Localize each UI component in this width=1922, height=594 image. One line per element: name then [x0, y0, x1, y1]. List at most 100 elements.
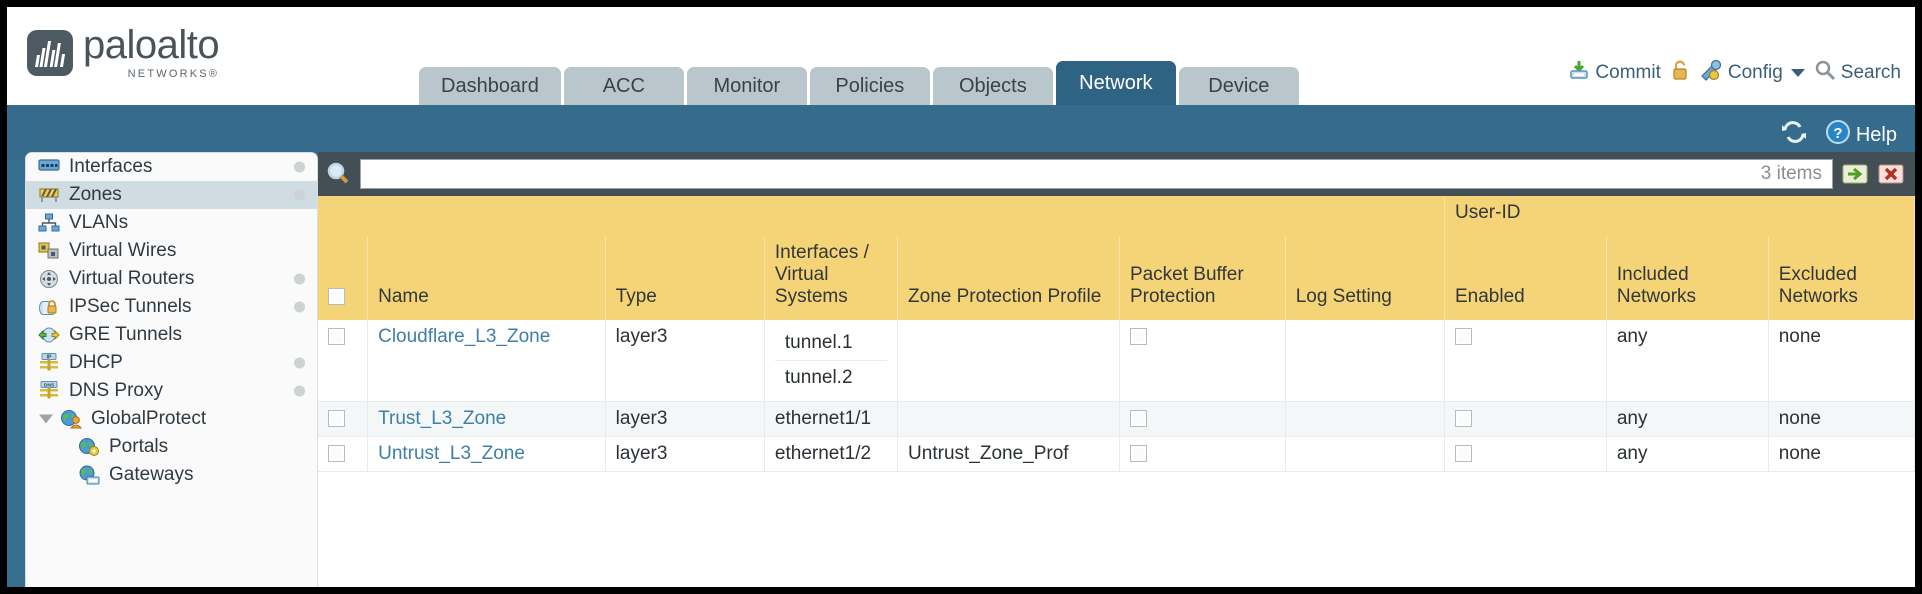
sidebar-status-dot	[294, 357, 305, 369]
apply-filter-button[interactable]	[1841, 160, 1869, 188]
column-header-interfaces[interactable]: Interfaces / Virtual Systems	[764, 236, 899, 320]
config-menu[interactable]: Config	[1699, 59, 1805, 87]
tab-objects[interactable]: Objects	[932, 67, 1053, 105]
column-header-included-networks[interactable]: Included Networks	[1606, 236, 1769, 320]
commit-save-icon	[1568, 59, 1590, 87]
config-label: Config	[1727, 62, 1783, 83]
sidebar-item-vlans[interactable]: VLANs	[26, 209, 317, 237]
column-header-enabled[interactable]: Enabled	[1444, 236, 1607, 320]
band-right-actions: ? Help	[1781, 119, 1897, 151]
column-header-excluded-networks[interactable]: Excluded Networks	[1768, 236, 1915, 320]
lock-button[interactable]	[1670, 59, 1690, 87]
table-row[interactable]: Untrust_L3_Zone layer3 ethernet1/2 Untru…	[318, 436, 1915, 472]
column-header-type[interactable]: Type	[605, 236, 765, 320]
chevron-down-icon	[1790, 69, 1805, 77]
table-row[interactable]: Cloudflare_L3_Zone layer3 tunnel.1 tunne…	[318, 320, 1915, 402]
clear-filter-button[interactable]	[1877, 160, 1905, 188]
packet-buffer-checkbox[interactable]	[1129, 445, 1147, 463]
zone-name-link[interactable]: Untrust_L3_Zone	[378, 443, 525, 464]
tab-dashboard[interactable]: Dashboard	[419, 67, 561, 105]
item-count: 3 items	[1760, 163, 1822, 184]
sidebar-item-gateways[interactable]: Gateways	[26, 461, 317, 489]
cell-zone-protection-profile: Untrust_Zone_Prof	[897, 436, 1120, 472]
table-group-header-row: User-ID	[318, 196, 1915, 236]
table-header-row: Name Type Interfaces / Virtual Systems Z…	[318, 236, 1915, 320]
select-all-checkbox[interactable]	[328, 288, 345, 306]
tab-policies[interactable]: Policies	[809, 67, 930, 105]
sidebar-item-interfaces[interactable]: Interfaces	[26, 153, 317, 181]
column-header-packet-buffer-protection[interactable]: Packet Buffer Protection	[1119, 236, 1286, 320]
column-header-name[interactable]: Name	[367, 236, 606, 320]
sidebar-item-dns-proxy[interactable]: DNS DNS Proxy	[26, 377, 317, 405]
sidebar-label: Virtual Wires	[69, 240, 177, 261]
cell-excluded-networks: none	[1768, 401, 1915, 437]
sidebar-status-dot	[294, 273, 305, 285]
virtual-wires-icon	[38, 241, 60, 261]
sidebar-item-globalprotect[interactable]: GlobalProtect	[26, 405, 317, 433]
search-button[interactable]: Search	[1814, 59, 1901, 87]
sidebar-status-dot	[294, 161, 305, 173]
brand-logo: paloalto NETWORKS®	[27, 25, 220, 80]
row-checkbox[interactable]	[328, 445, 345, 463]
sidebar-item-ipsec-tunnels[interactable]: IPSec Tunnels	[26, 293, 317, 321]
sidebar-status-dot	[294, 189, 305, 201]
portals-icon	[78, 437, 100, 457]
column-header-log-setting[interactable]: Log Setting	[1285, 236, 1446, 320]
top-header-bar: paloalto NETWORKS® Dashboard ACC Monitor…	[7, 7, 1915, 105]
userid-enabled-checkbox[interactable]	[1455, 328, 1472, 346]
search-magnifier-icon	[1814, 59, 1836, 87]
sidebar-label: GRE Tunnels	[69, 324, 182, 345]
sidebar-item-dhcp[interactable]: IP DHCP	[26, 349, 317, 377]
sidebar-item-virtual-wires[interactable]: Virtual Wires	[26, 237, 317, 265]
zone-name-link[interactable]: Trust_L3_Zone	[378, 408, 507, 429]
ipsec-tunnels-icon	[38, 297, 60, 317]
chevron-expanded-icon[interactable]	[39, 414, 53, 424]
tab-monitor[interactable]: Monitor	[686, 67, 807, 105]
interface-entry: tunnel.1	[774, 326, 888, 361]
blue-action-band	[7, 105, 1915, 161]
cell-name: Untrust_L3_Zone	[367, 436, 606, 472]
search-magnifier-icon[interactable]	[326, 161, 352, 187]
cell-log-setting	[1285, 320, 1446, 402]
zones-icon	[38, 185, 60, 205]
userid-enabled-checkbox[interactable]	[1455, 410, 1472, 428]
sidebar-item-portals[interactable]: Portals	[26, 433, 317, 461]
dhcp-icon: IP	[38, 353, 60, 373]
row-checkbox[interactable]	[328, 410, 345, 428]
cell-packet-buffer-protection	[1119, 320, 1286, 402]
sidebar-item-virtual-routers[interactable]: Virtual Routers	[26, 265, 317, 293]
column-header-zone-protection-profile[interactable]: Zone Protection Profile	[897, 236, 1120, 320]
cell-type: layer3	[605, 436, 765, 472]
commit-label: Commit	[1595, 62, 1661, 83]
help-button[interactable]: ? Help	[1825, 119, 1897, 151]
commit-button[interactable]: Commit	[1568, 59, 1661, 87]
sidebar-item-zones[interactable]: Zones	[26, 181, 317, 209]
padlock-icon	[1670, 59, 1690, 87]
tab-acc[interactable]: ACC	[563, 67, 684, 105]
search-input[interactable]: 3 items	[360, 159, 1833, 189]
table-row[interactable]: Trust_L3_Zone layer3 ethernet1/1 any non…	[318, 401, 1915, 437]
cell-excluded-networks: none	[1768, 320, 1915, 402]
refresh-icon[interactable]	[1781, 120, 1807, 150]
cell-log-setting	[1285, 401, 1446, 437]
packet-buffer-checkbox[interactable]	[1129, 410, 1147, 428]
svg-text:DNS: DNS	[44, 382, 55, 388]
zones-table-container: User-ID Name Type Interfaces / Virtual S…	[318, 196, 1915, 587]
cell-packet-buffer-protection	[1119, 436, 1286, 472]
sidebar-item-gre-tunnels[interactable]: GRE Tunnels	[26, 321, 317, 349]
tab-device[interactable]: Device	[1178, 67, 1299, 105]
cell-type: layer3	[605, 401, 765, 437]
sidebar-label: DNS Proxy	[69, 380, 163, 401]
zones-table: User-ID Name Type Interfaces / Virtual S…	[318, 196, 1915, 472]
packet-buffer-checkbox[interactable]	[1129, 328, 1147, 346]
cell-type: layer3	[605, 320, 765, 402]
userid-enabled-checkbox[interactable]	[1455, 445, 1472, 463]
row-checkbox[interactable]	[328, 328, 345, 346]
select-all-header	[318, 236, 369, 320]
tab-network[interactable]: Network	[1055, 61, 1176, 105]
cell-zone-protection-profile	[897, 320, 1120, 402]
sidebar-status-dot	[294, 301, 305, 313]
paloalto-logo-icon	[27, 29, 73, 76]
zone-name-link[interactable]: Cloudflare_L3_Zone	[378, 326, 551, 347]
